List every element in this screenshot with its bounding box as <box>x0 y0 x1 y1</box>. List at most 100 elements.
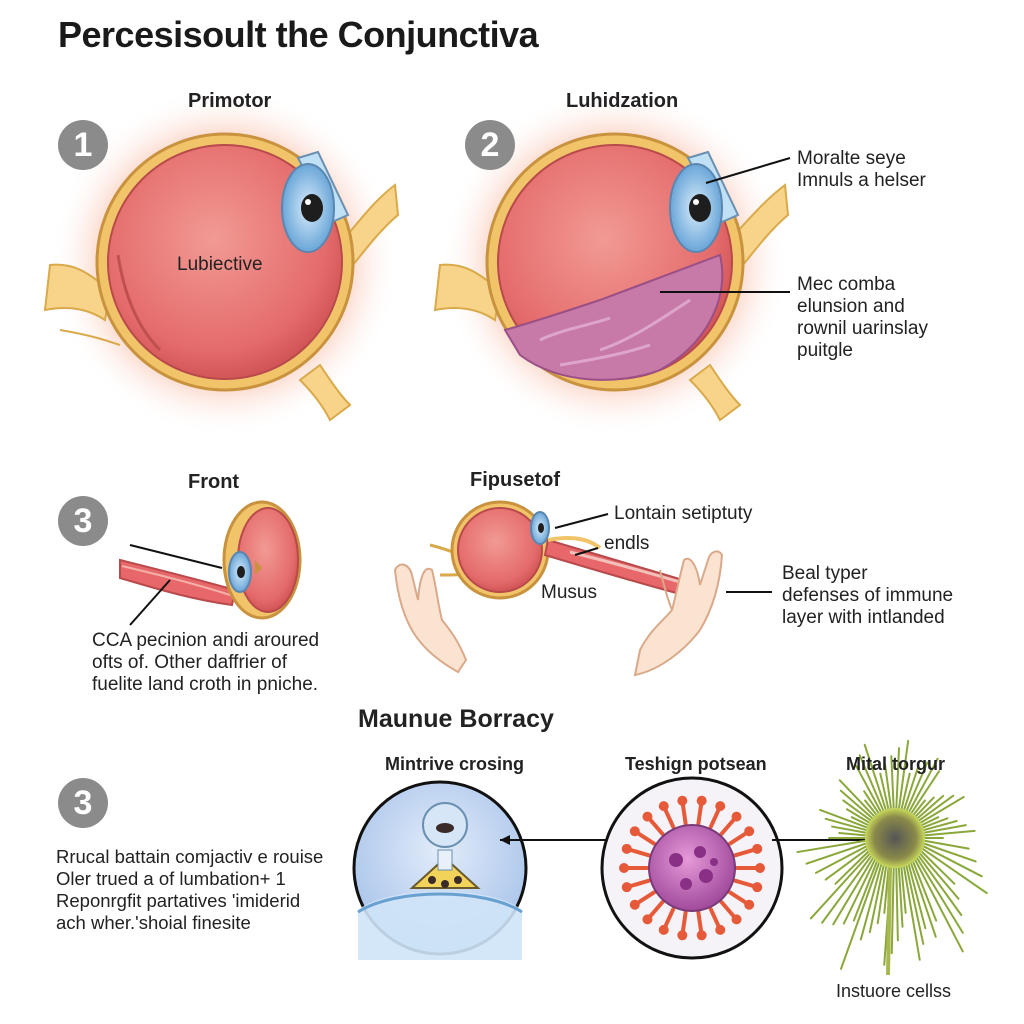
spike <box>626 878 651 889</box>
spike-tip <box>731 914 742 925</box>
hair <box>897 739 910 812</box>
spike-tip <box>715 801 726 812</box>
hair <box>907 757 939 815</box>
panel-2-heading: Luhidzation <box>566 90 679 112</box>
step-badge-3: 3 <box>58 496 108 546</box>
cell-mital-torgur <box>796 739 988 976</box>
hair <box>911 858 938 922</box>
spike <box>727 830 750 846</box>
hair <box>884 763 893 812</box>
spike <box>708 805 722 830</box>
hair <box>852 858 879 922</box>
spike-tip <box>744 826 755 837</box>
hair <box>796 839 869 854</box>
hair <box>920 817 949 830</box>
spike-tip <box>715 924 726 935</box>
hair <box>864 799 879 818</box>
hair <box>902 863 921 961</box>
hair <box>921 841 977 863</box>
spike-tip <box>621 843 632 854</box>
hair <box>905 862 925 945</box>
spike-tip <box>677 930 688 941</box>
bottom-description: Rrucal battain comjactiv e rouise Oler t… <box>56 846 324 933</box>
hair <box>921 829 976 837</box>
eye-diagram-1 <box>43 87 400 437</box>
cell-1-label: Mintrive crosing <box>385 754 525 774</box>
hair <box>838 779 877 819</box>
spike <box>696 800 704 826</box>
spike-tip <box>752 882 763 893</box>
panel-4-callout-b: endls <box>604 533 650 554</box>
hair <box>909 770 941 816</box>
hair <box>859 861 883 941</box>
hair <box>840 860 881 970</box>
step-badge-1: 1 <box>58 120 108 170</box>
panel-2-callout-a: Moralte seye Imnuls a helser <box>797 148 926 191</box>
hair <box>824 817 870 832</box>
hair <box>863 743 888 813</box>
hair <box>915 855 964 934</box>
hair <box>895 747 901 812</box>
spike <box>727 890 750 906</box>
hair <box>845 808 872 825</box>
hair <box>838 831 869 837</box>
spike-tip <box>677 795 688 806</box>
hair <box>863 790 881 816</box>
spike-tip <box>755 863 765 873</box>
spike <box>680 910 688 936</box>
spike <box>662 805 676 830</box>
eye-diagram-3 <box>119 500 302 626</box>
step-badge-2: 2 <box>465 120 515 170</box>
spike <box>719 816 738 836</box>
section-heading: Maunue Borracy <box>358 705 554 733</box>
hair <box>879 772 890 812</box>
hair <box>855 764 883 815</box>
spike <box>719 900 738 920</box>
hair <box>819 808 870 830</box>
hair <box>834 849 871 885</box>
hair <box>858 754 885 814</box>
panel-4-heading: Fipusetof <box>470 469 560 491</box>
spike-tip <box>619 863 629 873</box>
hair <box>913 857 964 953</box>
panel-1-heading: Primotor <box>188 90 272 112</box>
hair <box>842 857 877 925</box>
hair <box>895 864 899 942</box>
spike-tip <box>744 899 755 910</box>
eye-diagram-4 <box>393 500 772 677</box>
hair <box>905 761 929 814</box>
hair <box>919 816 940 827</box>
hair <box>920 846 988 895</box>
hair <box>915 794 945 821</box>
spike <box>680 800 688 826</box>
hair <box>876 863 888 925</box>
spike-tip <box>658 801 669 812</box>
spike <box>733 847 758 858</box>
hair <box>890 755 895 812</box>
hair <box>902 766 919 813</box>
hair <box>918 795 965 825</box>
spike-tip <box>642 811 653 822</box>
hair <box>907 861 927 930</box>
hair <box>805 841 869 865</box>
hair <box>839 789 875 821</box>
spike-tip <box>696 930 707 941</box>
hair <box>921 824 967 835</box>
hair <box>911 799 926 818</box>
spike-tip <box>658 924 669 935</box>
spike <box>733 878 758 889</box>
spike-tip <box>752 843 763 854</box>
hair <box>909 860 937 938</box>
panel-3-caption: CCA pecinion andi aroured ofts of. Other… <box>92 630 320 695</box>
cell-teshign <box>600 776 784 960</box>
cell-2-label: Teshign potsean <box>625 754 767 774</box>
hair <box>832 855 875 926</box>
panel-1-center-label: Lubiective <box>177 254 263 275</box>
hair <box>824 846 870 881</box>
spike-tip <box>621 882 632 893</box>
spike <box>634 890 657 906</box>
hair <box>900 772 911 812</box>
cell-mintrive <box>352 780 528 960</box>
hair <box>916 853 963 917</box>
